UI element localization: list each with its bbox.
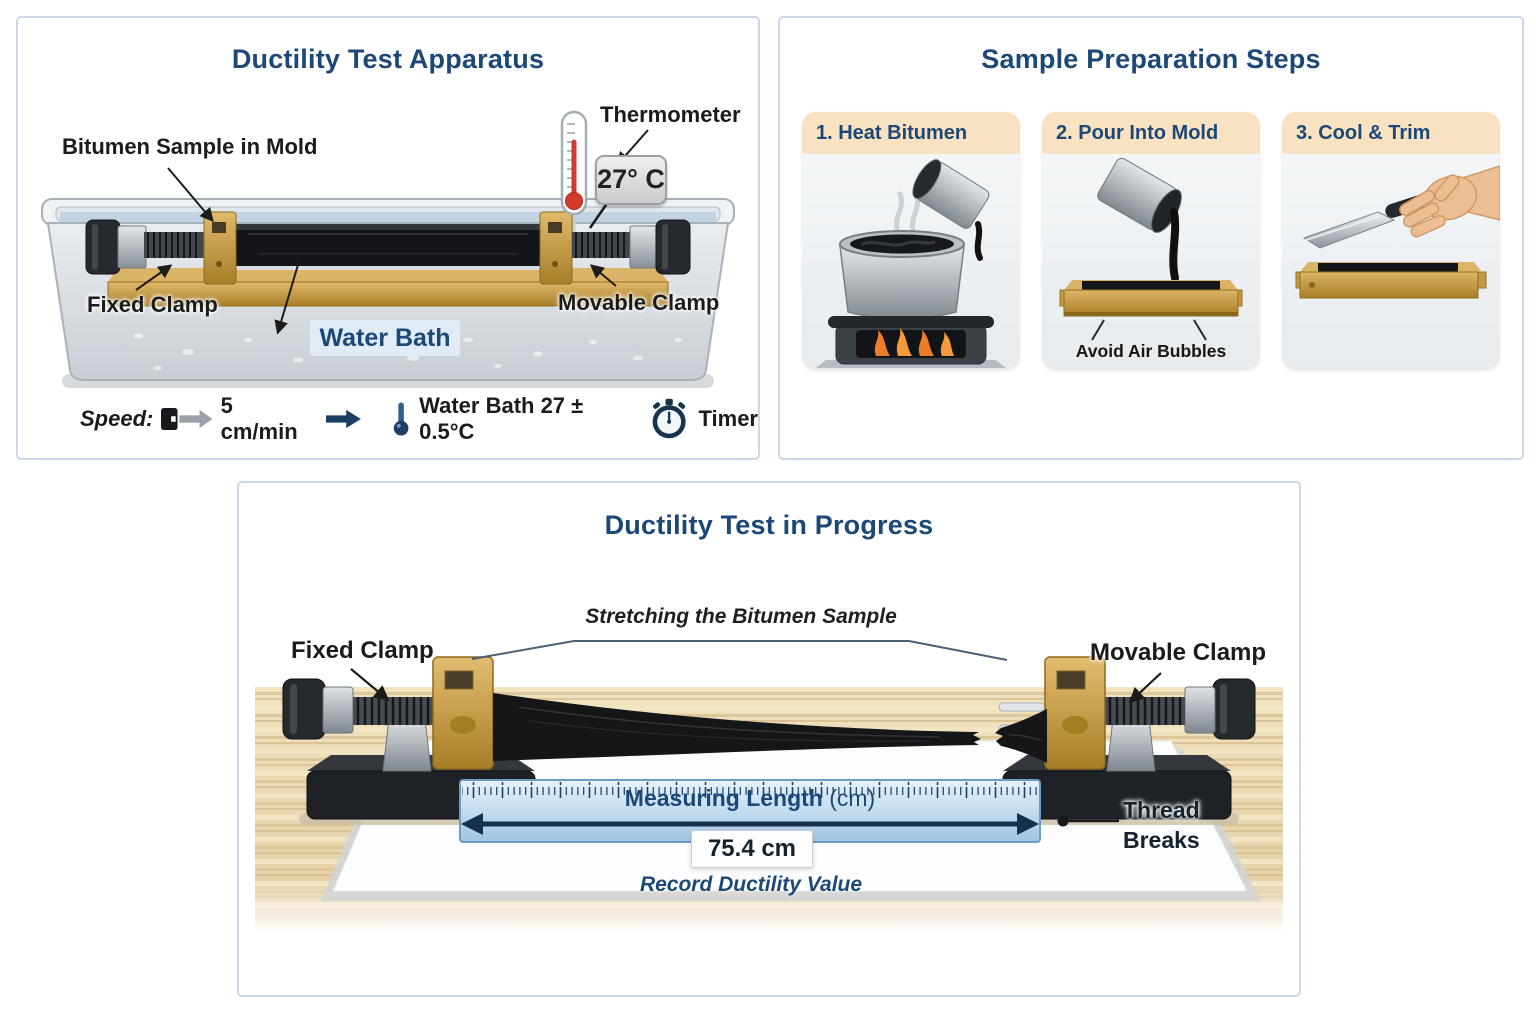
bitumen-drip <box>974 221 983 261</box>
cool-trim-illustration <box>1295 165 1500 299</box>
label-measuring-length: Measuring Length (cm) <box>460 785 1040 812</box>
guide-rail <box>208 264 568 270</box>
step-cards: 1. Heat Bitumen <box>802 112 1500 370</box>
hand <box>1399 165 1500 238</box>
timer-icon <box>652 398 686 439</box>
mold <box>1295 262 1487 299</box>
flames <box>874 328 954 356</box>
spec-water-bath: Water Bath 27 ± 0.5°C <box>419 393 584 444</box>
stove <box>816 316 1006 368</box>
fixed-clamp-graphic <box>85 211 237 285</box>
label-movable-clamp: Movable Clamp <box>558 290 720 315</box>
label-fixed-clamp: Fixed Clamp <box>87 292 218 317</box>
arrow-icon <box>326 409 362 429</box>
measuring-arrow <box>461 813 1039 835</box>
stretch-bracket <box>471 640 1008 661</box>
label-stretching: Stretching the Bitumen Sample <box>585 605 897 628</box>
thread-break-leader <box>1057 815 1119 827</box>
pouring-cup <box>912 159 990 229</box>
water-reflections <box>133 328 682 370</box>
note-leaders <box>1091 319 1207 341</box>
heat-bitumen-illustration <box>816 159 1006 368</box>
bitumen-stream <box>1169 208 1180 282</box>
panel-preparation: Sample Preparation Steps 1. Heat Bitumen <box>778 16 1524 460</box>
brass-plank-top <box>108 268 668 282</box>
label-bitumen-sample: Bitumen Sample in Mold <box>62 134 318 159</box>
spec-speed-value: 5 cm/min <box>220 393 298 444</box>
step-card-pour: 2. Pour Into Mold <box>1042 112 1260 370</box>
label-thermometer: Thermometer <box>600 102 741 127</box>
brass-plank-front <box>107 281 669 307</box>
mold <box>1059 280 1243 317</box>
label-fixed-clamp: Fixed Clamp <box>291 637 434 664</box>
step-3-title: 3. Cool & Trim <box>1282 112 1500 154</box>
step-card-cool: 3. Cool & Trim <box>1282 112 1500 370</box>
panel-apparatus-title: Ductility Test Apparatus <box>231 44 545 74</box>
thermometer-graphic <box>560 110 588 232</box>
bitumen-briquette <box>223 224 553 266</box>
water-bath-illustration <box>41 110 735 388</box>
step-card-heat: 1. Heat Bitumen <box>802 112 1020 370</box>
step-1-title: 1. Heat Bitumen <box>802 112 1020 154</box>
temperature-readout: 27° C <box>595 155 667 205</box>
pour-mold-illustration <box>1059 157 1243 341</box>
panel-test: Ductility Test in Progress Stretching th… <box>237 481 1301 997</box>
spec-timer-label: Timer <box>698 406 758 431</box>
stretch-test-illustration <box>255 640 1283 933</box>
pot <box>839 230 965 320</box>
panel-apparatus: Ductility Test Apparatus Bitumen Sample … <box>16 16 760 460</box>
label-movable-clamp: Movable Clamp <box>1090 639 1267 666</box>
steam <box>894 189 920 237</box>
panel-preparation-title: Sample Preparation Steps <box>981 44 1321 74</box>
step-2-note: Avoid Air Bubbles <box>1075 341 1227 361</box>
step-2-title: 2. Pour Into Mold <box>1042 112 1260 154</box>
label-thread-breaks: Thread Breaks <box>1123 797 1200 853</box>
panel-test-title: Ductility Test in Progress <box>604 510 934 540</box>
stretched-sample <box>493 693 1047 763</box>
measuring-length-text: Measuring Length <box>624 785 823 811</box>
spec-row: Speed: 5 cm/min Water Bath 27 ± 0.5°C <box>80 393 758 444</box>
ductility-reading: 75.4 cm <box>691 830 813 868</box>
label-record-value: Record Ductility Value <box>639 873 863 896</box>
thermometer-icon <box>393 402 409 436</box>
label-water-bath: Water Bath <box>310 320 460 356</box>
movable-clamp-graphic <box>539 211 691 285</box>
spec-speed-label: Speed: <box>80 406 154 431</box>
measuring-length-unit: (cm) <box>829 785 876 811</box>
leader-lines <box>350 668 1162 704</box>
clamp-speed-icon <box>161 407 213 431</box>
